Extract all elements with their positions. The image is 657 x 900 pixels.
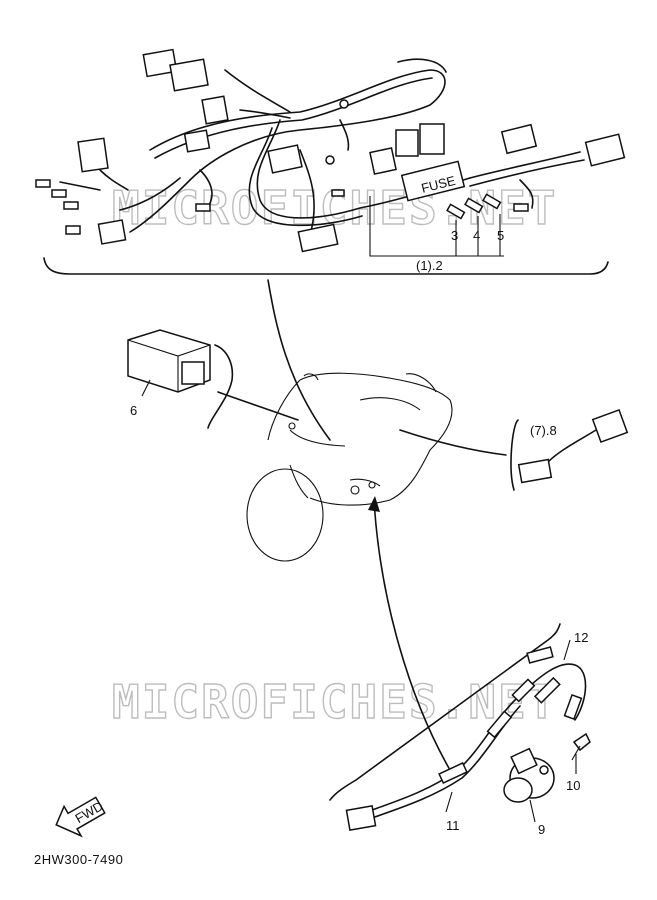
callout-10: 10 (566, 778, 580, 793)
spare-fuse-5 (482, 193, 502, 210)
part-8-sub-lead: (7).8 (399, 408, 629, 491)
spare-fuse-4 (464, 197, 484, 214)
main-wire-harness: FUSE 3 4 5 (1).2 (35, 48, 626, 275)
watermark-bottom: MICROFICHES.NET (112, 675, 557, 729)
callout-7-8: (7).8 (530, 423, 557, 438)
fwd-arrow-icon: FWD (55, 796, 106, 838)
diagram-code: 2HW300-7490 (34, 852, 124, 867)
callout-3: 3 (451, 228, 458, 243)
callout-1-2: (1).2 (416, 258, 443, 273)
callout-12: 12 (574, 630, 588, 645)
callout-6: 6 (130, 403, 137, 418)
leader-harness (267, 279, 331, 441)
callout-4: 4 (473, 228, 480, 243)
spare-fuse-3 (446, 203, 466, 220)
fuse-box (400, 160, 466, 202)
part-6-relay: 6 (127, 329, 299, 429)
callout-5: 5 (497, 228, 504, 243)
main-switch-lead-group: 9 10 11 12 (329, 623, 591, 837)
motorcycle-outline (246, 372, 453, 562)
leader-main-switch (373, 499, 451, 771)
callout-11: 11 (446, 818, 460, 833)
callout-9: 9 (538, 822, 545, 837)
